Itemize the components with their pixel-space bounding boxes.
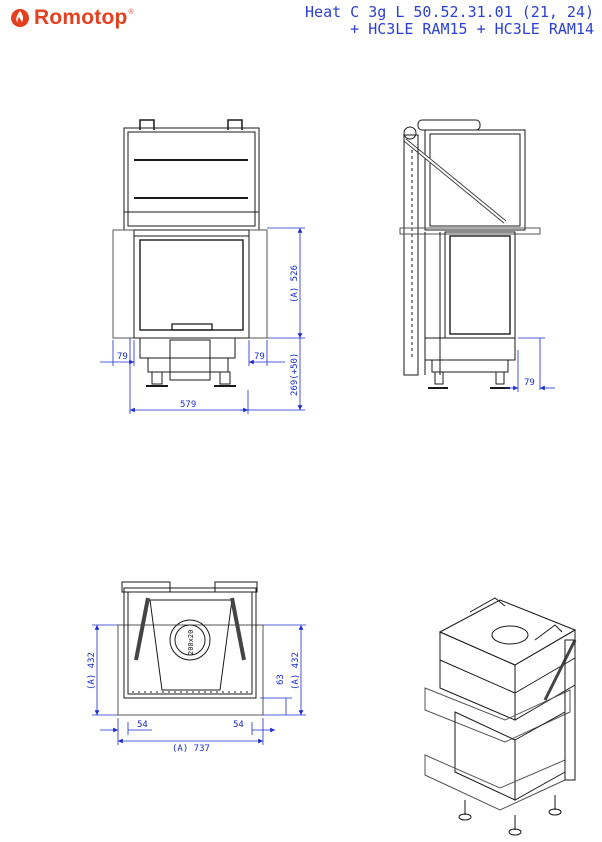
side-view — [399, 119, 541, 389]
plan-view — [117, 581, 264, 716]
plan-dimension-labels: (A) 432 (A) 432 63 54 54 (A) 737 200x20 — [87, 630, 301, 754]
front-right-offset-label: 79 — [254, 352, 265, 362]
product-title: Heat C 3g L 50.52.31.01 (21, 24) + HC3LE… — [305, 4, 594, 38]
front-view — [112, 119, 268, 387]
plan-right-offset-label: 54 — [233, 720, 244, 730]
front-leg-label: 269(+50) — [290, 353, 300, 396]
side-offset-label: 79 — [524, 378, 535, 388]
flue-label: 200x20 — [187, 630, 195, 655]
plan-width-label: (A) 737 — [172, 744, 210, 754]
registered-mark: ® — [128, 8, 134, 16]
plan-depth-right-label: (A) 432 — [291, 652, 301, 690]
front-width-label: 579 — [180, 400, 196, 410]
side-dimension-lines — [505, 337, 555, 392]
header: Romotop ® Heat C 3g L 50.52.31.01 (21, 2… — [0, 0, 602, 40]
plan-depth-left-label: (A) 432 — [87, 652, 97, 690]
title-line-2: + HC3LE RAM15 + HC3LE RAM14 — [350, 20, 594, 38]
flame-icon — [11, 9, 29, 27]
front-dimension-labels: (A) 526 269(+50) 79 79 579 — [117, 265, 300, 410]
brand-name: Romotop — [34, 6, 128, 29]
plan-inset-label: 63 — [276, 674, 286, 685]
plan-left-offset-label: 54 — [137, 720, 148, 730]
isometric-view — [424, 597, 577, 836]
romotop-logo[interactable]: Romotop ® — [10, 6, 134, 30]
front-left-offset-label: 79 — [117, 352, 128, 362]
front-dimension-lines — [100, 227, 305, 414]
front-height-label: (A) 526 — [290, 265, 300, 303]
plan-dimension-lines — [92, 624, 306, 745]
title-line-1: Heat C 3g L 50.52.31.01 (21, 24) — [305, 3, 594, 21]
